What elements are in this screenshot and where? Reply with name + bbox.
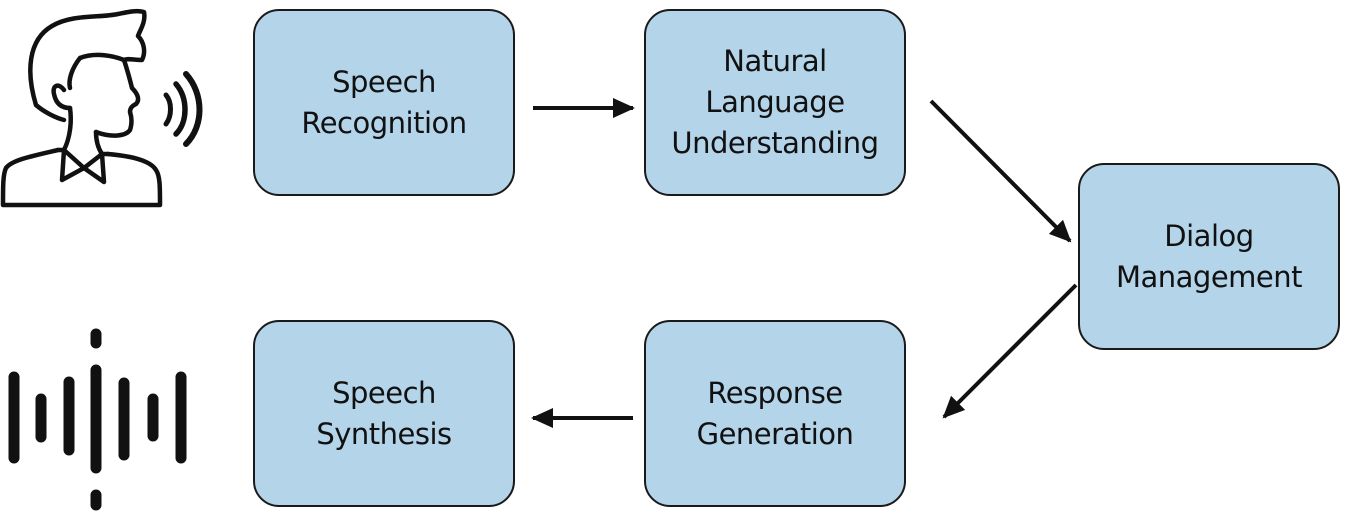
arrow-dialog-to-response [942,283,1078,419]
node-response-generation: Response Generation [644,320,906,507]
node-label: Speech Synthesis [316,375,452,451]
speaking-person-icon [0,8,163,208]
node-label: Response Generation [696,375,854,451]
node-speech-recognition: Speech Recognition [253,9,515,196]
sound-wave-arcs-icon [163,71,203,147]
node-natural-language-understanding: Natural Language Understanding [644,9,906,196]
arrow-nlu-to-dialog [929,99,1072,243]
node-label: Speech Recognition [301,64,467,140]
node-dialog-management: Dialog Management [1078,163,1340,350]
node-label: Dialog Management [1115,218,1303,294]
sound-wave-icon [8,328,187,511]
node-label: Natural Language Understanding [671,44,879,160]
node-speech-synthesis: Speech Synthesis [253,320,515,507]
